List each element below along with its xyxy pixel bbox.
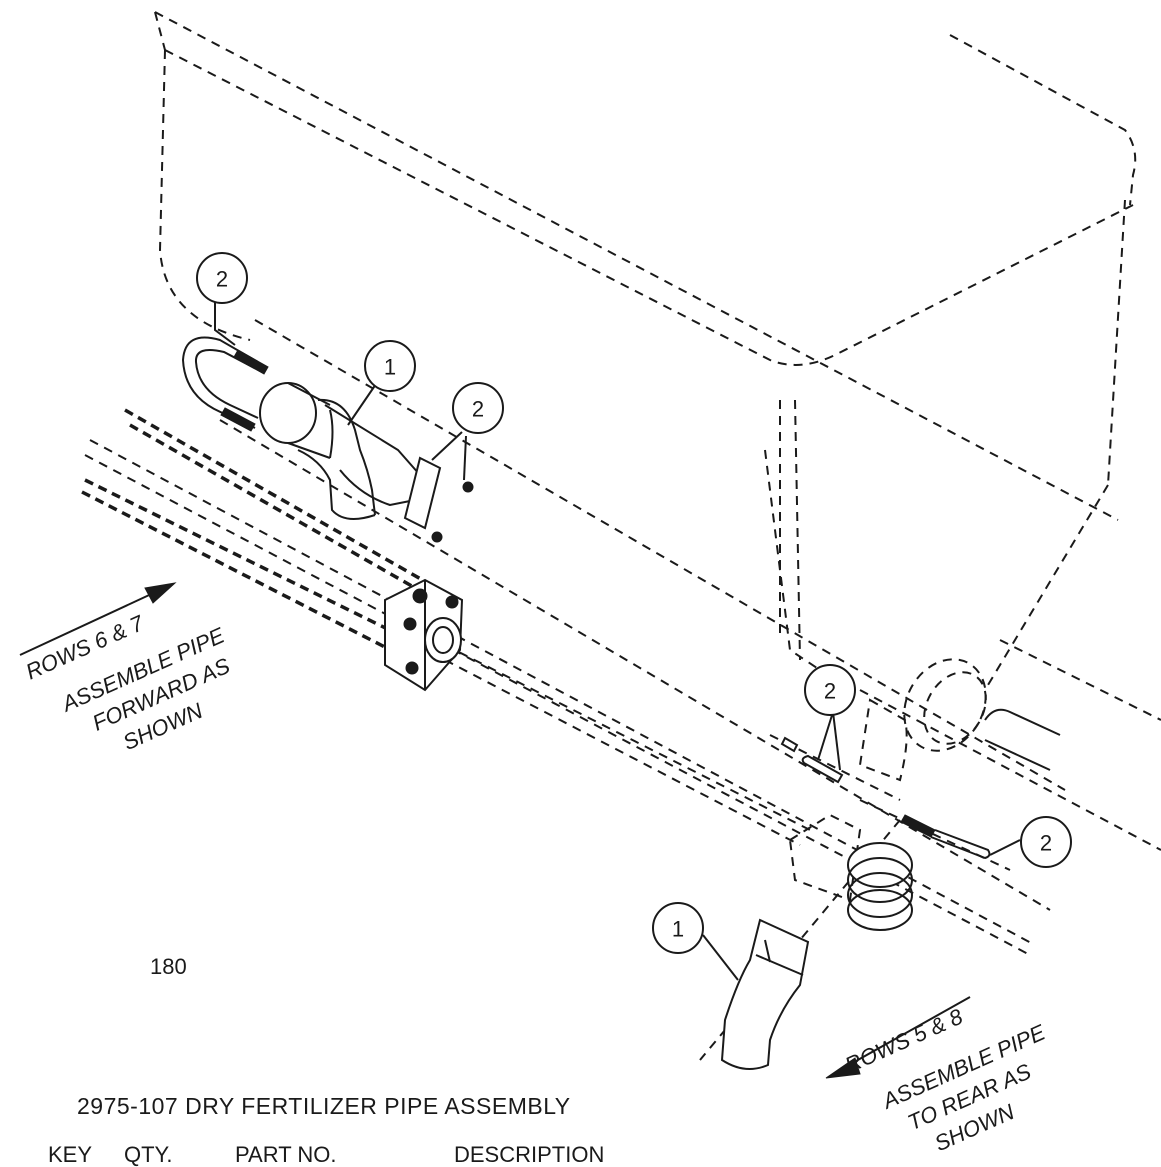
- elbow-pipe-upper: [259, 382, 422, 520]
- flange-right: [858, 658, 1061, 782]
- arrow-forward: [19, 582, 177, 656]
- callout-number: 1: [384, 355, 396, 380]
- shaft-lines: [81, 319, 1161, 1061]
- callout-number: 2: [216, 267, 228, 292]
- drawing-title: 2975-107 DRY FERTILIZER PIPE ASSEMBLY: [77, 1093, 571, 1119]
- col-header-qty: QTY.: [124, 1142, 173, 1167]
- col-header-part-no: PART NO.: [235, 1142, 337, 1167]
- callout-2-upper-right: 2: [452, 382, 504, 434]
- callout-1-lower: 1: [652, 902, 704, 954]
- leader-lines: [214, 295, 1021, 981]
- note-rows-6-7: ROWS 6 & 7 ASSEMBLE PIPE FORWARD AS SHOW…: [22, 610, 234, 755]
- arrow-rear: [825, 996, 971, 1079]
- bolt-right: [900, 814, 991, 860]
- callout-2-right: 2: [1020, 816, 1072, 868]
- callout-2-top-left: 2: [196, 252, 248, 304]
- callout-1-upper: 1: [364, 340, 416, 392]
- clamp-plate-upper: [403, 456, 474, 543]
- spring-coupler: [788, 813, 913, 931]
- bearing-block: [384, 578, 464, 692]
- pipe-lower-right: [720, 918, 810, 1070]
- callout-number: 2: [1040, 831, 1052, 856]
- sheet-number: 180: [150, 954, 187, 979]
- pin-and-clip: [780, 736, 844, 784]
- col-header-description: DESCRIPTION: [454, 1142, 605, 1167]
- hopper-outline: [154, 11, 1137, 691]
- callout-number: 2: [472, 397, 484, 422]
- u-bolt-upper: [181, 336, 269, 432]
- callout-number: 2: [824, 679, 836, 704]
- callout-number: 1: [672, 917, 684, 942]
- callout-2-middle: 2: [804, 664, 856, 716]
- col-header-key: KEY: [48, 1142, 93, 1167]
